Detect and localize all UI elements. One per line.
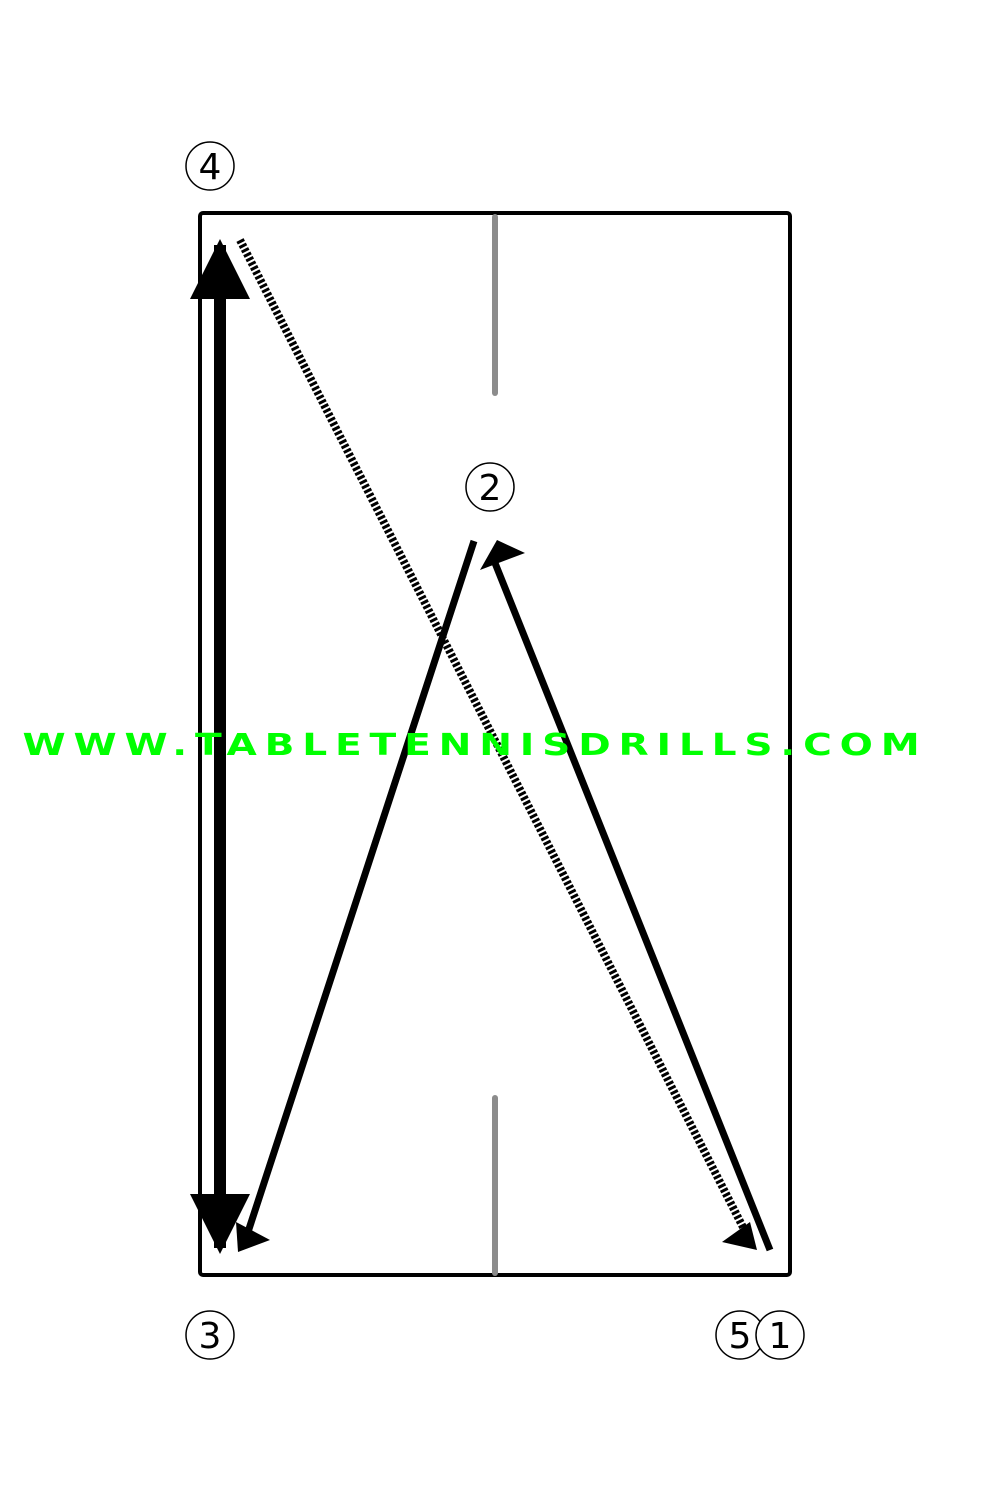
marker-5: 5 — [715, 1310, 765, 1360]
arrow-2-to-3 — [244, 539, 478, 1234]
arrow-1-to-2-head — [480, 540, 525, 570]
marker-2: 2 — [465, 462, 515, 512]
watermark-text: WWW.TABLETENNISDRILLS.COM — [23, 728, 928, 763]
marker-1: 1 — [755, 1310, 805, 1360]
marker-3: 3 — [185, 1310, 235, 1360]
arrow-1-to-2 — [489, 556, 774, 1252]
arrow-4-to-5-head — [722, 1222, 757, 1250]
marker-5-label: 5 — [729, 1316, 752, 1357]
arrow-4-to-5-dashed — [236, 238, 752, 1239]
arrow-2-to-3-head — [236, 1222, 270, 1252]
marker-4: 4 — [185, 141, 235, 191]
marker-2-label: 2 — [479, 468, 502, 509]
marker-4-label: 4 — [199, 147, 222, 188]
marker-1-label: 1 — [769, 1316, 792, 1357]
marker-3-label: 3 — [199, 1316, 222, 1357]
